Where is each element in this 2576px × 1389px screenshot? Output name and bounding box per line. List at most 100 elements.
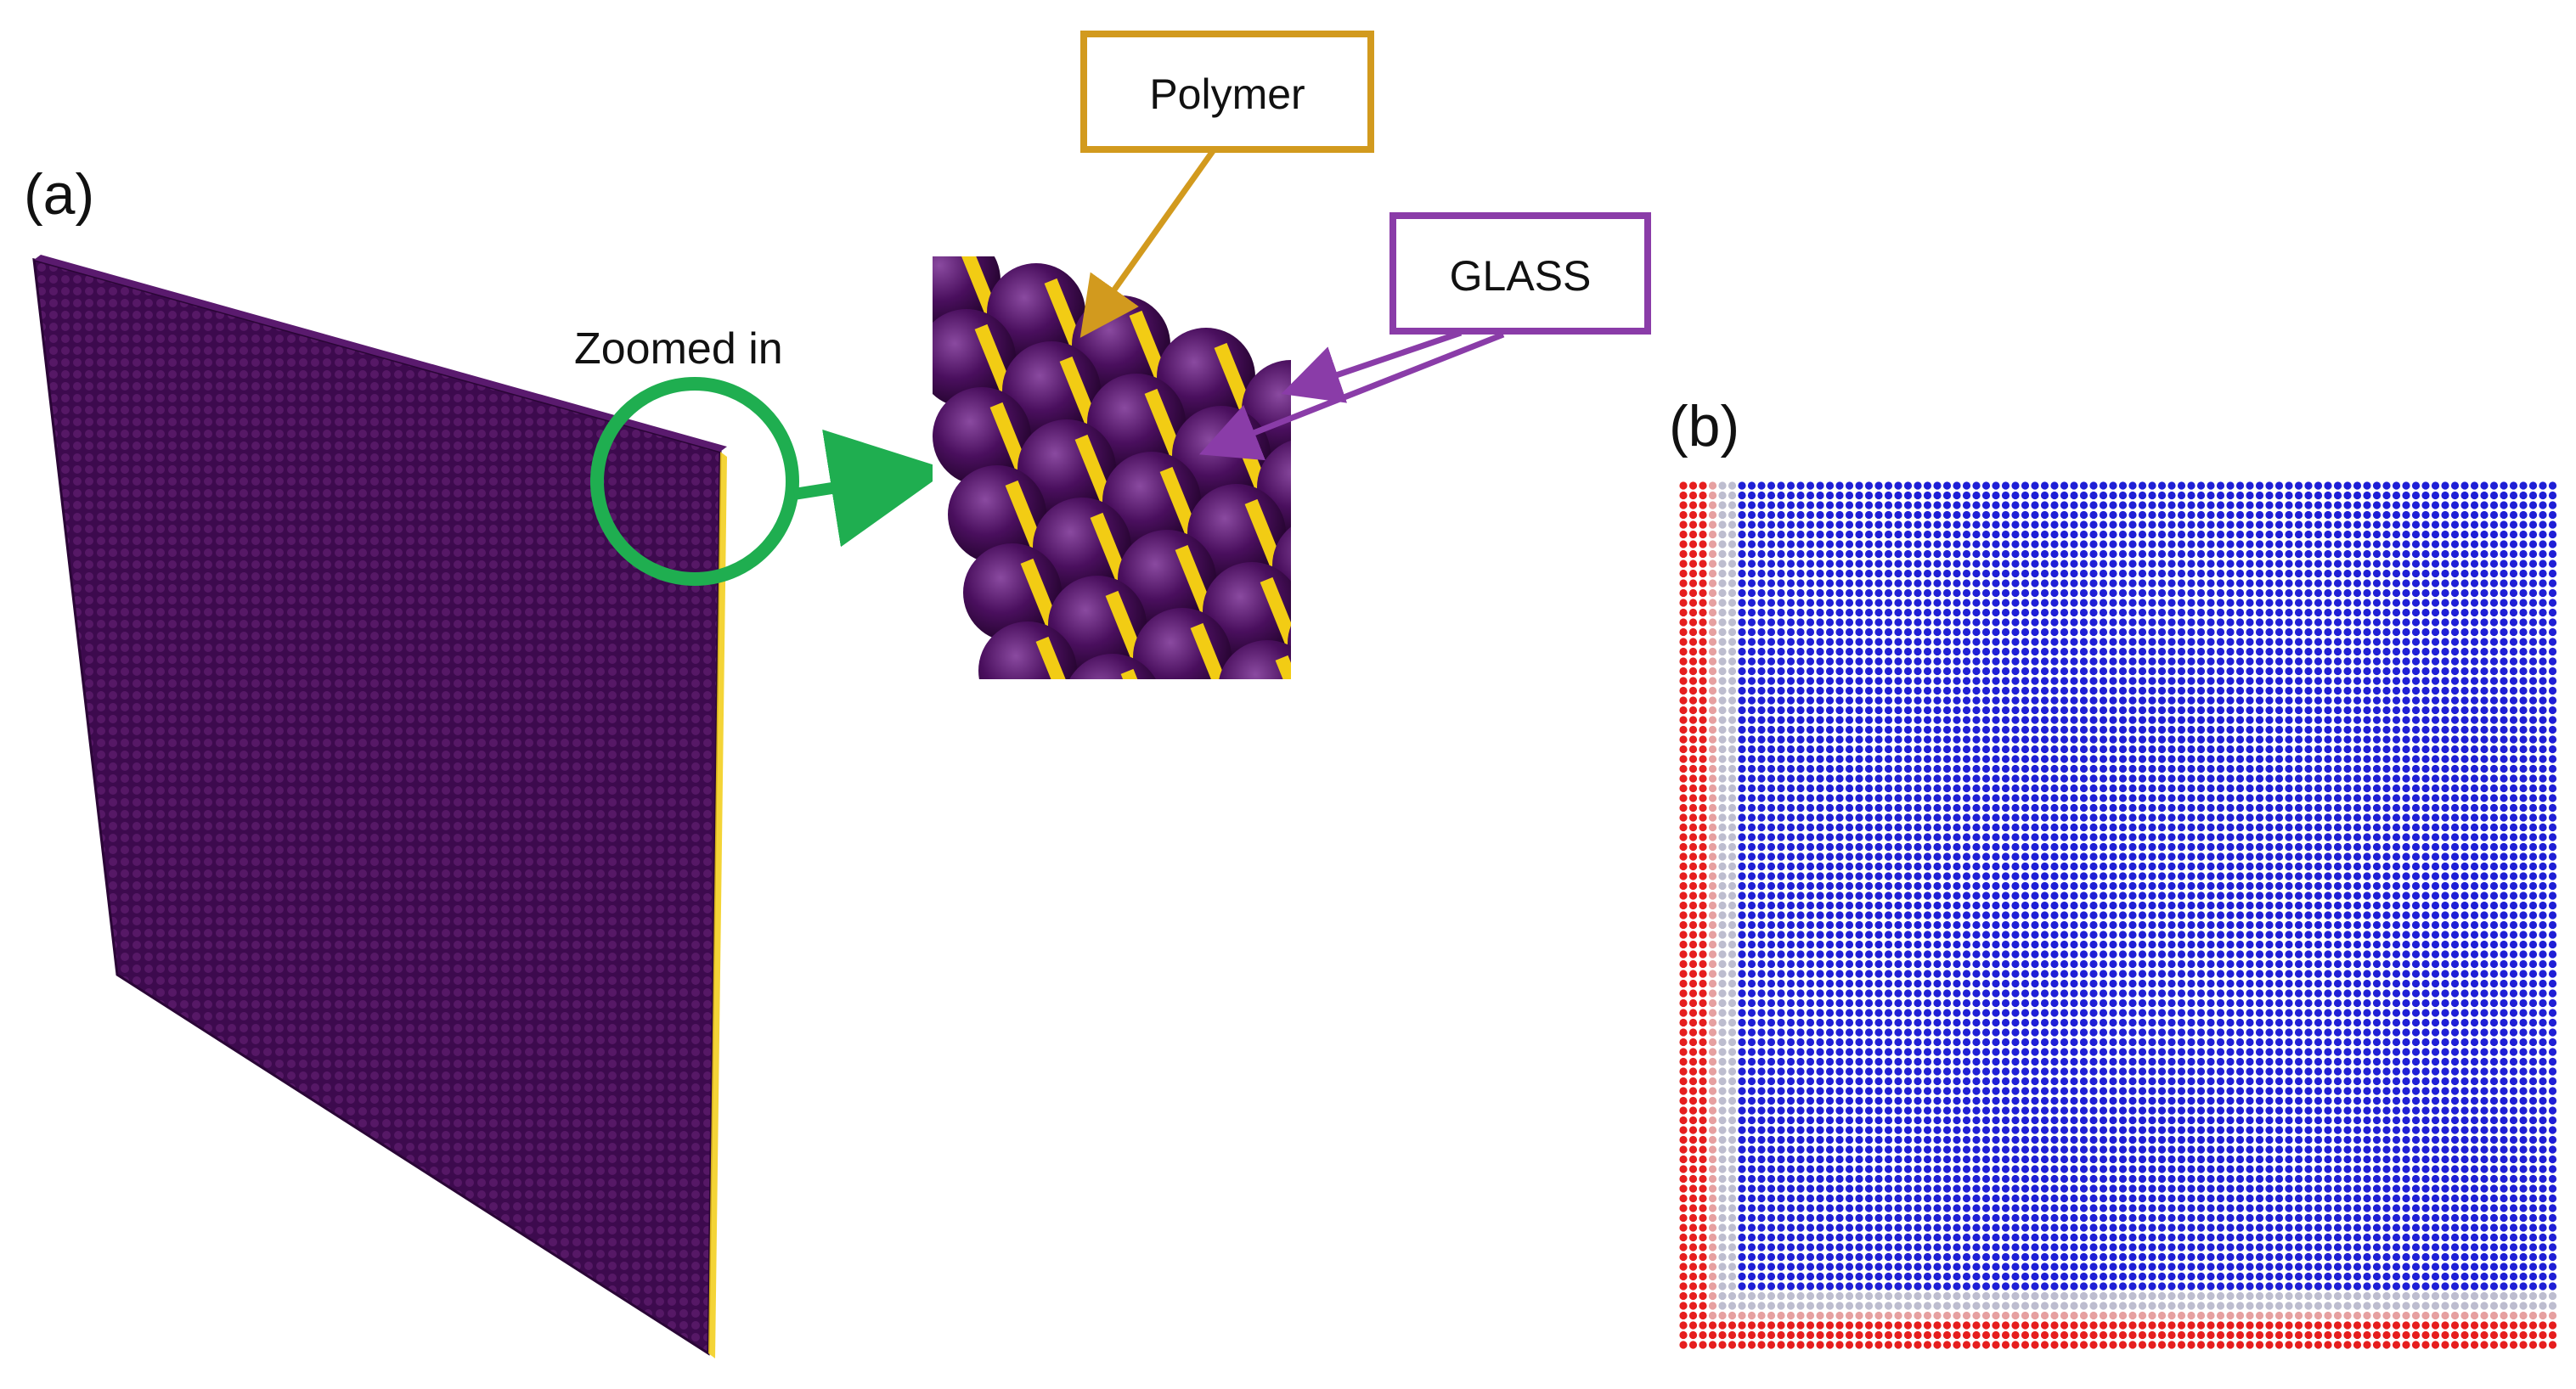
lattice-particle	[1855, 764, 1863, 773]
lattice-particle	[2519, 530, 2528, 539]
lattice-particle	[2274, 901, 2284, 910]
lattice-particle	[1864, 813, 1874, 822]
lattice-particle	[2177, 901, 2186, 910]
lattice-particle	[2402, 920, 2410, 930]
lattice-particle	[2040, 911, 2049, 919]
lattice-particle	[2128, 540, 2137, 548]
lattice-particle	[2333, 755, 2342, 763]
lattice-particle	[2031, 686, 2039, 695]
lattice-particle	[1923, 686, 1932, 695]
lattice-particle	[2411, 970, 2421, 978]
lattice-particle	[2109, 725, 2117, 734]
lattice-particle	[2333, 794, 2342, 802]
lattice-particle	[1903, 608, 1913, 617]
lattice-particle	[2294, 891, 2303, 900]
lattice-particle	[2411, 627, 2421, 637]
lattice-particle	[2216, 657, 2225, 666]
lattice-particle	[1688, 998, 1698, 1008]
lattice-particle	[2421, 813, 2430, 822]
lattice-particle	[1767, 588, 1776, 598]
lattice-particle	[1972, 833, 1981, 841]
lattice-particle	[2372, 549, 2382, 559]
lattice-particle	[1757, 970, 1766, 978]
lattice-particle	[2372, 794, 2382, 802]
lattice-particle	[2021, 998, 2030, 1008]
lattice-particle	[1747, 970, 1756, 978]
lattice-particle	[2118, 842, 2128, 852]
lattice-particle	[2460, 560, 2469, 568]
lattice-particle	[2216, 813, 2225, 822]
lattice-particle	[2343, 549, 2352, 559]
lattice-particle	[2411, 755, 2421, 763]
lattice-particle	[2050, 735, 2059, 744]
lattice-particle	[2470, 735, 2479, 744]
lattice-particle	[1864, 735, 1874, 744]
glass-sphere	[1257, 438, 1291, 537]
lattice-particle	[1835, 774, 1844, 783]
lattice-particle	[1992, 501, 2000, 509]
lattice-particle	[2246, 540, 2254, 548]
lattice-particle	[2421, 549, 2430, 559]
lattice-particle	[2021, 794, 2030, 802]
lattice-particle	[2177, 745, 2186, 754]
lattice-particle	[1757, 579, 1766, 588]
lattice-particle	[2001, 501, 2010, 509]
lattice-particle	[2021, 657, 2030, 666]
lattice-particle	[1981, 491, 1991, 500]
lattice-particle	[2450, 647, 2460, 656]
lattice-particle	[1894, 881, 1902, 891]
lattice-particle	[2235, 491, 2245, 500]
lattice-particle	[2548, 920, 2557, 930]
lattice-particle	[2060, 549, 2069, 559]
lattice-particle	[2333, 862, 2342, 871]
lattice-particle	[2079, 842, 2088, 852]
lattice-particle	[2265, 823, 2274, 832]
lattice-particle	[2411, 481, 2421, 490]
lattice-particle	[1816, 901, 1824, 910]
lattice-particle	[1728, 579, 1737, 588]
lattice-particle	[2509, 686, 2518, 695]
lattice-particle	[2460, 588, 2469, 598]
lattice-particle	[1679, 794, 1688, 802]
lattice-particle	[2363, 774, 2371, 783]
lattice-particle	[2167, 901, 2176, 910]
lattice-particle	[1874, 579, 1883, 588]
lattice-particle	[2343, 588, 2352, 598]
lattice-particle	[2421, 657, 2430, 666]
lattice-particle	[1718, 735, 1727, 744]
lattice-particle	[2196, 823, 2206, 832]
lattice-particle	[2099, 931, 2108, 939]
lattice-particle	[1816, 872, 1824, 880]
lattice-particle	[1962, 638, 1971, 646]
lattice-particle	[2333, 970, 2342, 978]
lattice-particle	[1855, 989, 1863, 998]
lattice-particle	[1786, 520, 1795, 529]
lattice-particle	[2421, 901, 2430, 910]
lattice-particle	[2089, 608, 2098, 617]
lattice-particle	[1923, 872, 1932, 880]
lattice-particle	[1992, 959, 2000, 969]
lattice-particle	[2235, 774, 2245, 783]
lattice-particle	[2548, 803, 2557, 813]
lattice-particle	[2460, 549, 2469, 559]
lattice-particle	[2500, 549, 2508, 559]
lattice-particle	[2372, 998, 2382, 1008]
lattice-particle	[1884, 862, 1893, 871]
lattice-particle	[2050, 764, 2059, 773]
lattice-particle	[1981, 852, 1991, 861]
lattice-particle	[2450, 520, 2460, 529]
lattice-particle	[2324, 666, 2332, 676]
lattice-particle	[2050, 696, 2059, 705]
lattice-particle	[2070, 599, 2078, 607]
lattice-particle	[1708, 481, 1717, 490]
lattice-particle	[2148, 491, 2156, 500]
lattice-particle	[2138, 920, 2147, 930]
lattice-particle	[1923, 998, 1932, 1008]
lattice-particle	[1992, 940, 2000, 949]
lattice-particle	[2392, 794, 2401, 802]
lattice-particle	[2138, 599, 2147, 607]
lattice-particle	[2392, 979, 2401, 988]
lattice-particle	[2060, 823, 2069, 832]
lattice-particle	[1796, 735, 1805, 744]
lattice-particle	[2226, 491, 2235, 500]
